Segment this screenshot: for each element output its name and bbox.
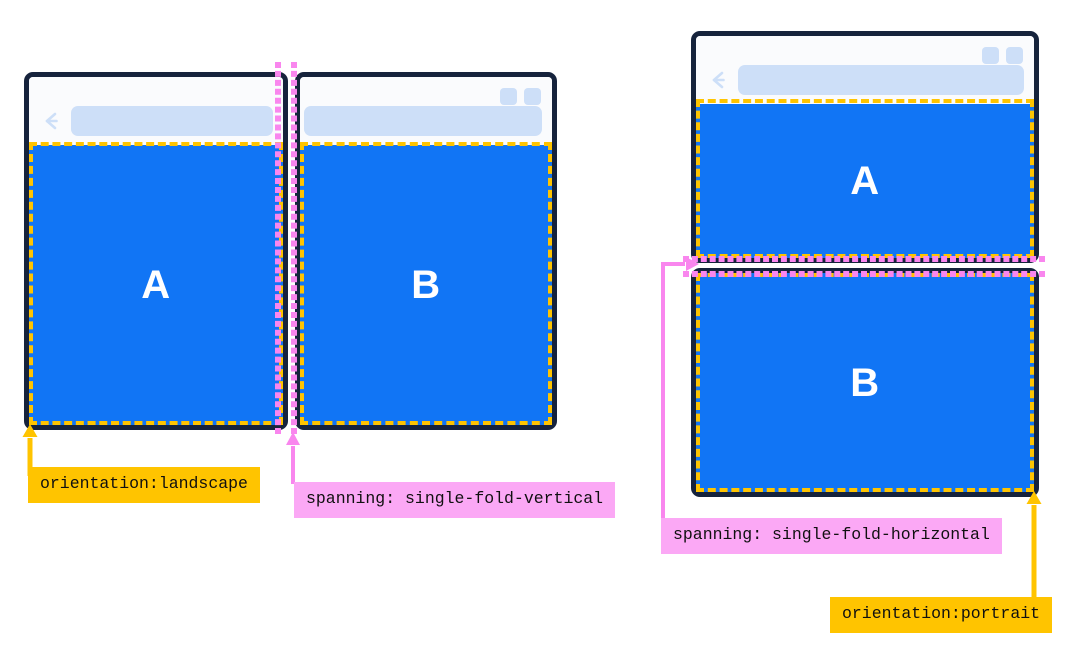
back-arrow-icon[interactable] bbox=[39, 108, 65, 134]
viewport-segment-b-left: B bbox=[300, 145, 552, 425]
segment-letter-b-right: B bbox=[850, 360, 880, 405]
minimize-button-b-left[interactable] bbox=[500, 88, 517, 105]
url-input-a-left[interactable] bbox=[71, 106, 273, 136]
minimize-button-a-right[interactable] bbox=[982, 47, 999, 64]
maximize-button-b-left[interactable] bbox=[524, 88, 541, 105]
connector-spanning-single-fold-vertical bbox=[283, 424, 343, 486]
segment-letter-b-left: B bbox=[411, 263, 441, 307]
browser-window-a-right: A bbox=[691, 31, 1039, 263]
url-input-b-left[interactable] bbox=[304, 106, 542, 136]
orientation-landscape-label: orientation:landscape bbox=[28, 467, 260, 503]
browser-window-b-left: B bbox=[295, 72, 557, 430]
spanning-single-fold-horizontal-label: spanning: single-fold-horizontal bbox=[661, 518, 1002, 554]
spanning-single-fold-vertical-label: spanning: single-fold-vertical bbox=[294, 482, 616, 518]
browser-chrome-a-right bbox=[696, 36, 1034, 104]
viewport-segment-b-right: B bbox=[696, 273, 1034, 492]
maximize-button-a-right[interactable] bbox=[1006, 47, 1023, 64]
orientation-portrait-label: orientation:portrait bbox=[830, 597, 1053, 633]
browser-chrome-b-left bbox=[300, 77, 552, 145]
segment-letter-a-right: A bbox=[850, 159, 880, 203]
back-arrow-icon[interactable] bbox=[706, 67, 732, 93]
window-controls-b-left bbox=[500, 88, 541, 105]
viewport-segment-a-left: A bbox=[29, 145, 283, 425]
browser-window-b-right: B bbox=[691, 268, 1039, 497]
window-controls-a-right bbox=[982, 47, 1023, 64]
viewport-segment-a-right: A bbox=[696, 104, 1034, 258]
browser-window-a-left: A bbox=[24, 72, 288, 430]
browser-chrome-a-left bbox=[29, 77, 283, 145]
connector-orientation-portrait bbox=[1010, 485, 1069, 603]
segment-letter-a-left: A bbox=[141, 263, 171, 307]
url-input-a-right[interactable] bbox=[738, 65, 1024, 95]
